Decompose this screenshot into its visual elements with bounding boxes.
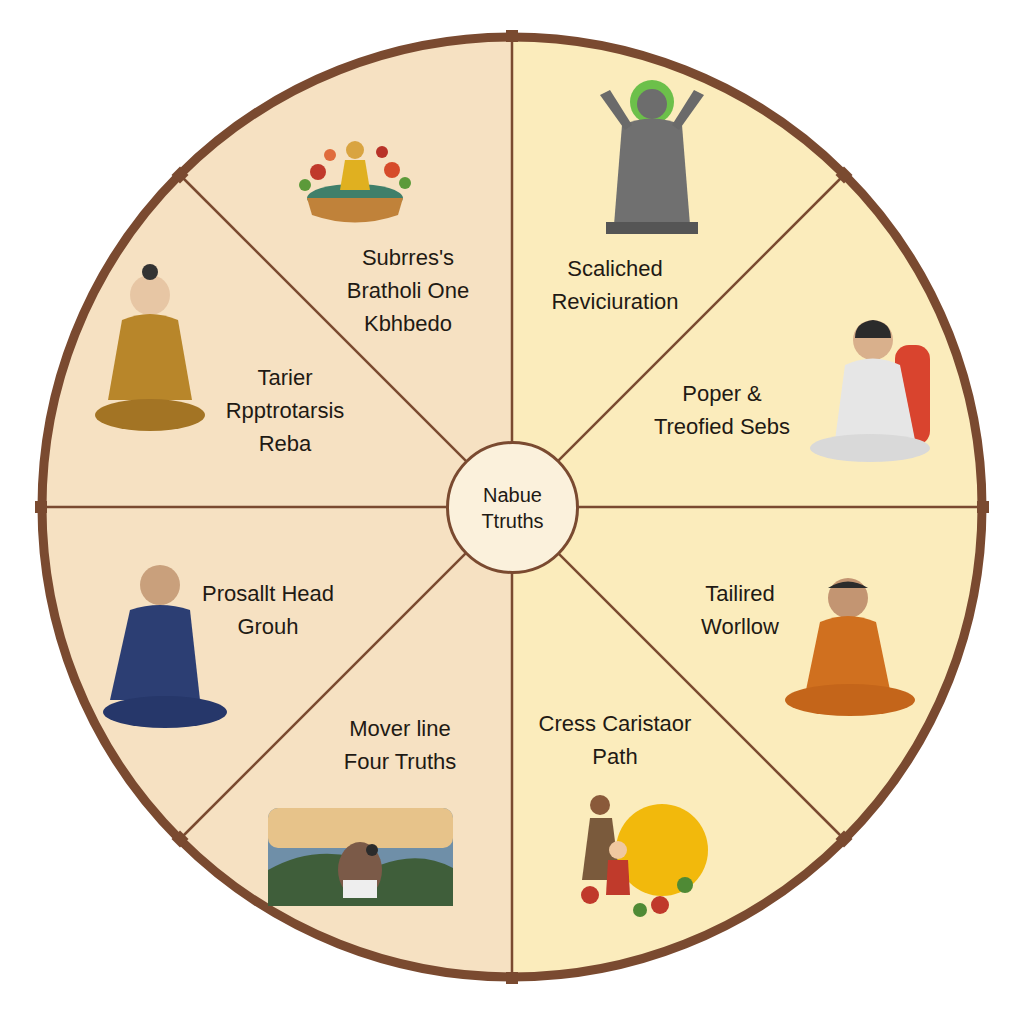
- sector-label-box: Scaliched Reviciuration: [530, 252, 700, 318]
- statue-figure: [600, 80, 704, 234]
- seated-figure: [95, 264, 205, 431]
- sector-text: Tailired Worllow: [670, 577, 810, 643]
- flower-offering: [299, 141, 411, 223]
- sector-label-box: Poper & Treofied Sebs: [652, 377, 792, 443]
- sector-label-box: Prosallt Head Grouh: [188, 577, 348, 643]
- sector-text: Scaliched Reviciuration: [530, 252, 700, 318]
- sector: [180, 507, 512, 977]
- sector-text: Cress Caristaor Path: [530, 707, 700, 773]
- sector: [512, 175, 982, 507]
- sector-label-box: Tarier Rpptrotarsis Reba: [205, 361, 365, 460]
- sector: [512, 507, 844, 977]
- seated-figure: [785, 578, 915, 716]
- sector-label-box: Subrres's Bratholi One Kbhbedo: [323, 241, 493, 340]
- sector-text: Tarier Rpptrotarsis Reba: [205, 361, 365, 460]
- sector-text: Subrres's Bratholi One Kbhbedo: [323, 241, 493, 340]
- sun-scene: [581, 795, 708, 917]
- hub-circle: Nabue Ttruths: [446, 441, 579, 574]
- sector-label-box: Cress Caristaor Path: [530, 707, 700, 773]
- wheel-rim: [42, 37, 982, 977]
- spokes: [42, 37, 982, 977]
- sector-text: Poper & Treofied Sebs: [652, 377, 792, 443]
- sector-text: Mover line Four Truths: [325, 712, 475, 778]
- sector-label-box: Tailired Worllow: [670, 577, 810, 643]
- rim-ticks: [35, 30, 989, 984]
- sector-label-box: Mover line Four Truths: [325, 712, 475, 778]
- seated-figure: [810, 320, 930, 462]
- landscape-picture: [268, 808, 453, 906]
- sector-text: Prosallt Head Grouh: [188, 577, 348, 643]
- hub-text: Nabue Ttruths: [457, 482, 568, 534]
- sector: [42, 175, 512, 507]
